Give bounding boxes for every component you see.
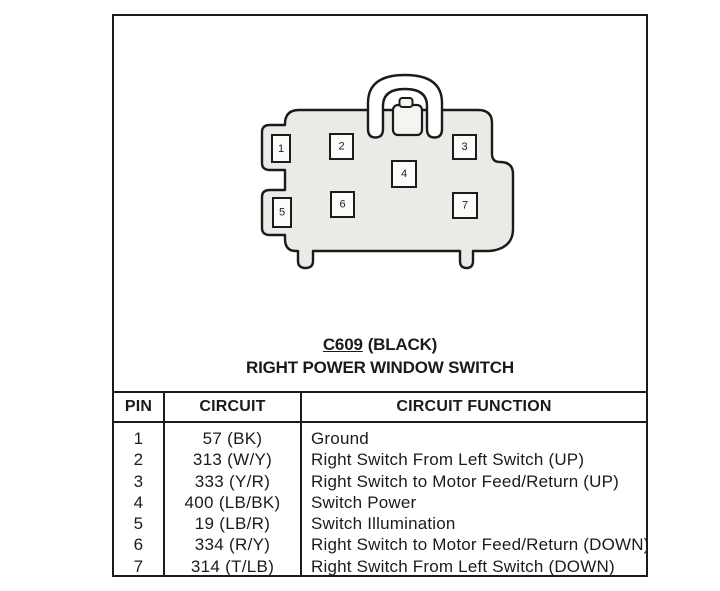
- table-row-function: Right Switch to Motor Feed/Return (UP): [311, 471, 620, 491]
- table-row-pin: 6: [133, 535, 144, 555]
- header-pin: PIN: [114, 393, 165, 421]
- table-row-function: Switch Power: [311, 492, 417, 512]
- connector-name: RIGHT POWER WINDOW SWITCH: [246, 357, 514, 377]
- connector-id-line: C609(BLACK): [114, 334, 646, 357]
- pin-1: 1: [271, 134, 291, 163]
- table-row-function: Right Switch From Left Switch (DOWN): [311, 556, 615, 575]
- table-row-function: Right Switch to Motor Feed/Return (DOWN): [311, 535, 646, 555]
- connector-id: C609: [322, 335, 363, 354]
- pin-2: 2: [329, 133, 354, 160]
- pin-4-label: 4: [401, 168, 407, 180]
- table-row-circuit: 334 (R/Y): [194, 535, 271, 555]
- table-row-pin: 7: [133, 556, 144, 575]
- pin-6-label: 6: [339, 199, 345, 211]
- pin-6: 6: [330, 191, 355, 218]
- pin-column: 1 2 3 4 5 6 7: [114, 423, 165, 575]
- table-row-pin: 2: [133, 450, 144, 470]
- table-row-circuit: 313 (W/Y): [192, 450, 273, 470]
- pin-4: 4: [391, 160, 417, 188]
- latch-tab: [391, 103, 424, 137]
- connector-drawing: 1 2 3 4 5 6 7: [260, 73, 515, 270]
- table-body: 1 2 3 4 5 6 7 57 (BK) 313 (W/Y) 333 (Y/R…: [114, 423, 646, 575]
- pin-5: 5: [272, 197, 292, 228]
- pin-5-label: 5: [279, 207, 285, 219]
- table-row-pin: 5: [133, 514, 144, 534]
- table-row-function: Ground: [311, 429, 369, 448]
- pin-2-label: 2: [338, 141, 344, 153]
- table-row-pin: 3: [133, 471, 144, 491]
- header-circuit-function: CIRCUIT FUNCTION: [396, 398, 552, 415]
- pin-7: 7: [452, 192, 478, 219]
- table-row-circuit: 57 (BK): [202, 429, 263, 448]
- table-row-circuit: 314 (T/LB): [190, 556, 275, 575]
- connector-body-outline: [260, 108, 515, 270]
- table-row-function: Switch Illumination: [311, 514, 456, 534]
- latch-tab-notch: [398, 97, 414, 108]
- table-row-circuit: 400 (LB/BK): [184, 492, 281, 512]
- table-row-circuit: 19 (LB/R): [194, 514, 271, 534]
- table-row-pin: 1: [133, 429, 144, 448]
- table-row-circuit: 333 (Y/R): [194, 471, 271, 491]
- pin-3: 3: [452, 134, 477, 160]
- header-circuit: CIRCUIT: [165, 393, 302, 421]
- pinout-table: PIN CIRCUIT CIRCUIT FUNCTION 1 2 3 4 5 6…: [114, 391, 646, 575]
- pin-1-label: 1: [278, 143, 284, 155]
- table-row-function: Right Switch From Left Switch (UP): [311, 450, 585, 470]
- connector-color: (BLACK): [367, 335, 438, 354]
- circuit-column: 57 (BK) 313 (W/Y) 333 (Y/R) 400 (LB/BK) …: [165, 423, 302, 575]
- connector-title: C609(BLACK) RIGHT POWER WINDOW SWITCH: [114, 334, 646, 379]
- table-row-pin: 4: [133, 492, 144, 512]
- function-column: Ground Right Switch From Left Switch (UP…: [302, 423, 646, 575]
- diagram-frame: 1 2 3 4 5 6 7: [112, 14, 648, 577]
- latch-handle: [366, 73, 444, 139]
- table-header-row: PIN CIRCUIT CIRCUIT FUNCTION: [114, 393, 646, 423]
- pin-3-label: 3: [461, 141, 467, 153]
- pin-7-label: 7: [462, 200, 468, 212]
